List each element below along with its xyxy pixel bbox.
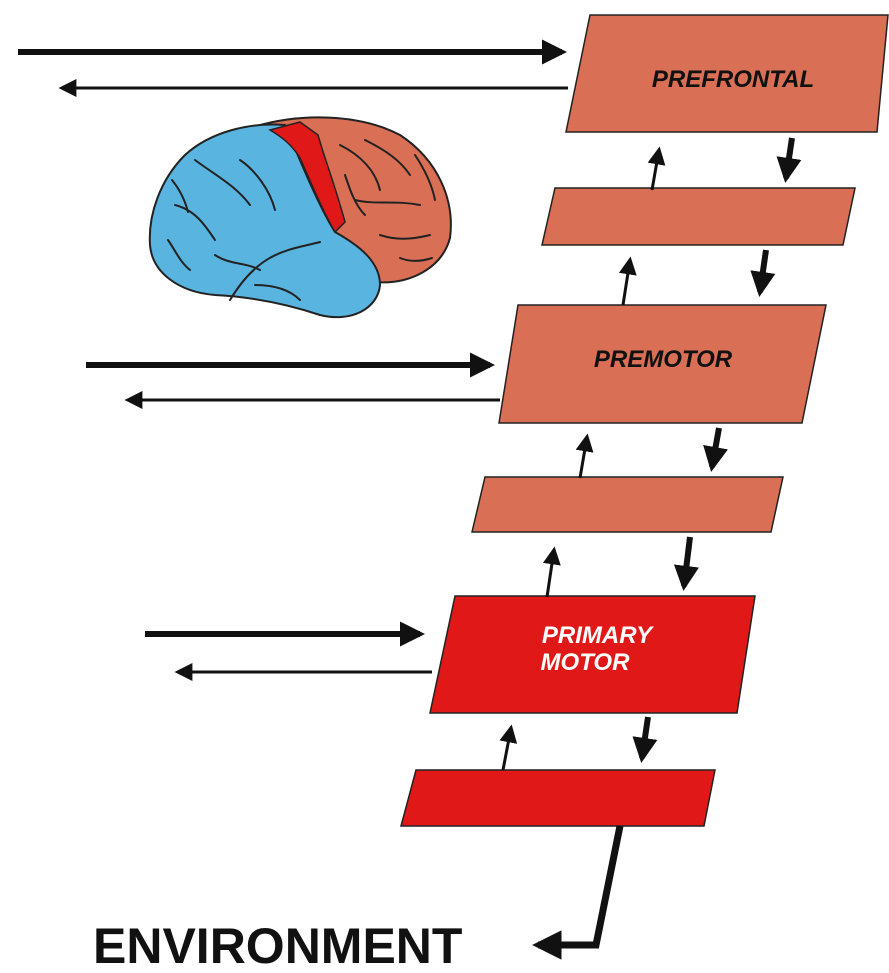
primary-motor-connector-box [401,770,715,826]
up-arrow-1 [652,150,659,190]
prefrontal-label: PREFRONTAL [652,66,814,93]
up-arrow-2 [623,260,630,305]
primary-motor-label-line2: MOTOR [541,649,631,676]
primary-motor-label-line1: PRIMARY [542,622,654,649]
down-arrow-5 [642,717,648,758]
down-arrow-2 [760,250,766,292]
environment-label: ENVIRONMENT [93,918,462,973]
prefrontal-connector-box [542,188,855,245]
environment-output-arrow [538,826,620,945]
down-arrow-4 [684,537,690,586]
up-arrow-4 [547,550,554,597]
up-arrow-3 [580,437,587,478]
brain-lateral-view-icon [150,117,451,317]
down-arrow-3 [712,428,719,467]
premotor-connector-box [472,477,783,532]
up-arrow-5 [503,728,511,770]
down-arrow-1 [786,138,792,178]
premotor-label: PREMOTOR [594,346,733,373]
